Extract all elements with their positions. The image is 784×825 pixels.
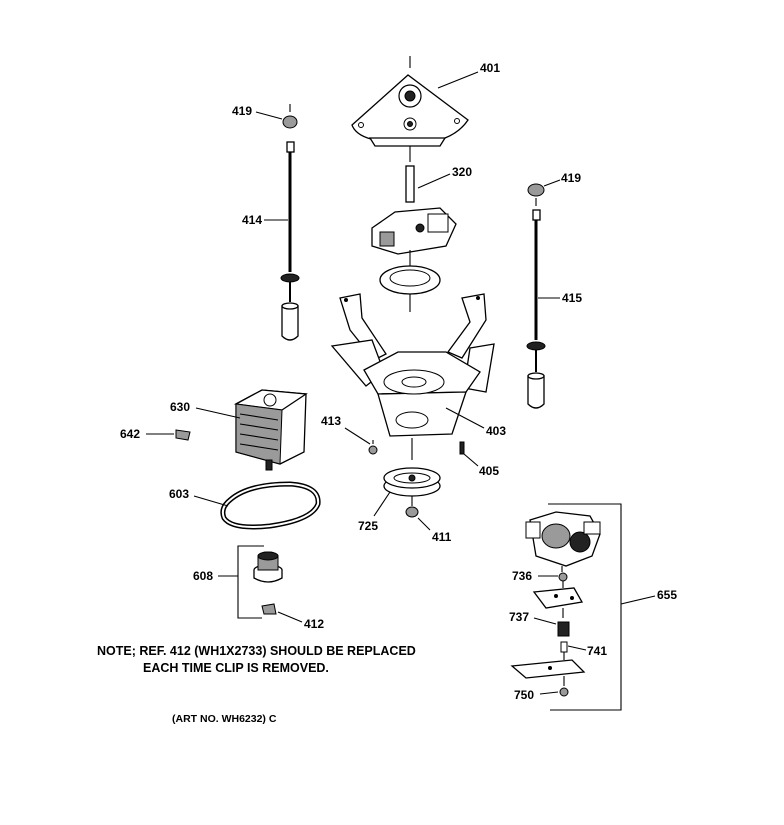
part-401-cover: 401 [351, 56, 500, 162]
label-320: 320 [452, 165, 472, 179]
art-number: (ART NO. WH6232) C [172, 713, 277, 725]
label-419-right: 419 [561, 171, 581, 185]
part-741: 741 [560, 641, 607, 660]
part-642-clip: 642 [120, 427, 191, 441]
part-414-suspension-rod: 414 [242, 141, 300, 341]
label-655: 655 [657, 588, 677, 602]
label-401: 401 [480, 61, 500, 75]
label-603: 603 [169, 487, 189, 501]
label-642: 642 [120, 427, 140, 441]
part-630-motor: 630 [170, 389, 308, 471]
label-737: 737 [509, 610, 529, 624]
part-736: 736 [512, 569, 568, 588]
part-750: 750 [514, 687, 569, 702]
label-411: 411 [432, 530, 452, 544]
part-608-pulley-assembly: 608 [193, 545, 283, 619]
label-419-left: 419 [232, 104, 252, 118]
label-414: 414 [242, 213, 262, 227]
label-405: 405 [479, 464, 499, 478]
part-plate-lower [510, 659, 586, 686]
part-413-nut: 413 [321, 414, 378, 455]
label-413: 413 [321, 414, 341, 428]
label-750: 750 [514, 688, 534, 702]
note-line-1: NOTE; REF. 412 (WH1X2733) SHOULD BE REPL… [97, 644, 416, 658]
label-412: 412 [304, 617, 324, 631]
label-630: 630 [170, 400, 190, 414]
label-403: 403 [486, 424, 506, 438]
label-608: 608 [193, 569, 213, 583]
part-419-right-cap: 419 [527, 171, 581, 206]
part-603-belt: 603 [169, 481, 321, 530]
part-737: 737 [509, 610, 570, 637]
note-line-2: EACH TIME CLIP IS REMOVED. [143, 661, 329, 675]
part-419-left-cap: 419 [232, 104, 298, 129]
label-725: 725 [358, 519, 378, 533]
part-725-pulley: 725 [358, 438, 441, 533]
label-736: 736 [512, 569, 532, 583]
part-411-nut: 411 [405, 496, 452, 544]
part-405-screw: 405 [459, 441, 499, 478]
part-415-suspension-rod: 415 [526, 209, 582, 409]
part-plate-upper [532, 587, 584, 618]
part-320-transmission: 320 [371, 165, 472, 312]
part-403-bracket: 403 [330, 293, 506, 438]
label-741: 741 [587, 644, 607, 658]
part-655-pump-assembly: 655 [525, 503, 677, 711]
label-415: 415 [562, 291, 582, 305]
part-412-clip: 412 [261, 603, 324, 631]
